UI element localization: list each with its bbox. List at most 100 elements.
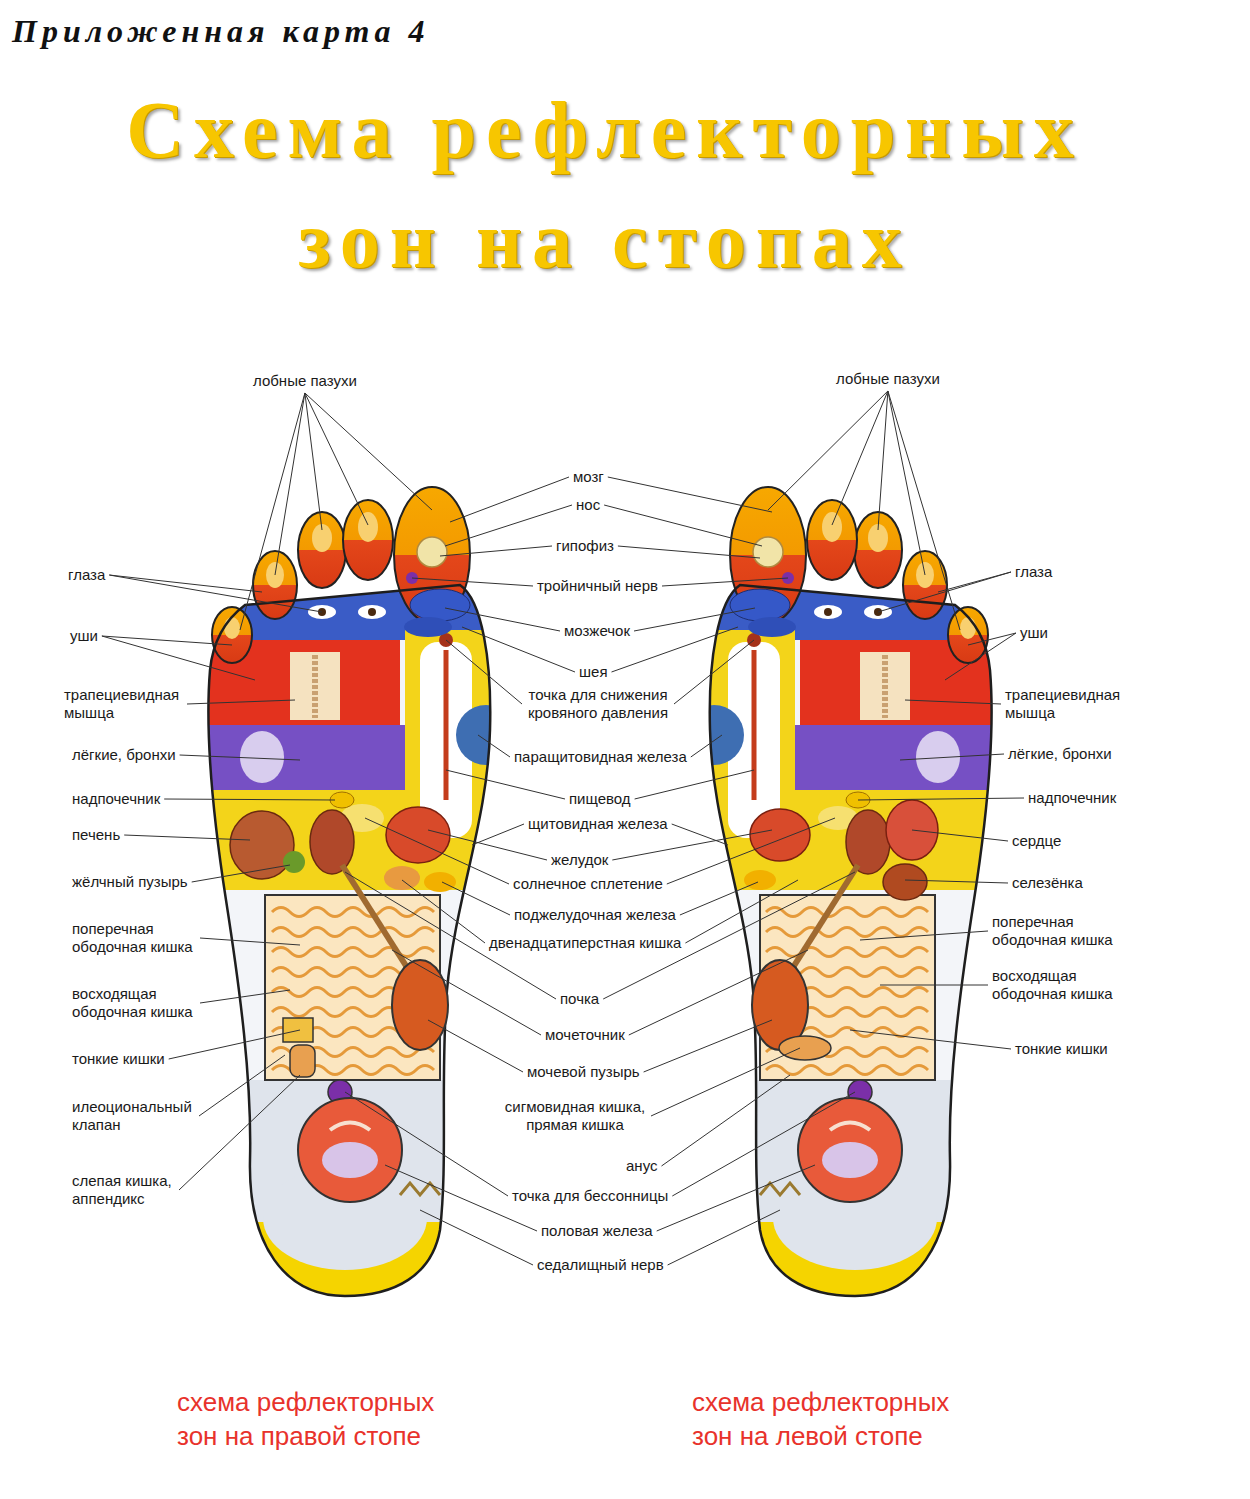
- leader-line: [305, 393, 368, 525]
- leader-line: [109, 575, 262, 592]
- leader-line: [672, 1092, 855, 1196]
- zone-label: поперечная ободочная кишка: [72, 920, 196, 956]
- leader-line: [446, 640, 522, 704]
- leader-line: [878, 572, 1011, 612]
- illustration-detail: [785, 865, 858, 980]
- leader-line: [275, 393, 305, 575]
- leader-line: [402, 880, 485, 943]
- leader-line: [768, 391, 888, 510]
- illustration-detail: [846, 810, 890, 874]
- zone-label: надпочечник: [72, 790, 160, 808]
- zone-label: тонкие кишки: [72, 1050, 165, 1068]
- leader-line: [612, 830, 772, 860]
- zone-label: поперечная ободочная кишка: [992, 913, 1116, 949]
- zone-label: щитовидная железа: [528, 815, 668, 833]
- leader-line: [102, 636, 255, 680]
- illustration-detail: [310, 810, 354, 874]
- zone-label: лобные пазухи: [253, 372, 357, 390]
- zone-label: сердце: [1012, 832, 1061, 850]
- leader-line: [305, 393, 432, 510]
- leader-line: [880, 985, 988, 986]
- zone-label: глаза: [1015, 563, 1052, 581]
- leader-line: [446, 770, 565, 799]
- zone-label: мозжечок: [564, 622, 630, 640]
- zone-label: лёгкие, бронхи: [72, 746, 176, 764]
- leader-line: [412, 578, 533, 586]
- zone-label: восходящая ободочная кишка: [72, 985, 196, 1021]
- leader-line: [200, 990, 290, 1003]
- illustration-detail: [392, 960, 448, 1050]
- illustration-detail: [424, 872, 456, 892]
- leader-line: [662, 1075, 791, 1166]
- leader-line: [644, 1020, 772, 1072]
- sheet-label: Приложенная карта 4: [12, 12, 429, 50]
- zone-label: точка для снижения кровяного давления: [526, 686, 670, 722]
- leader-line: [345, 1092, 508, 1196]
- left-foot-organs: [744, 792, 938, 1195]
- zone-label: мочеточник: [545, 1026, 625, 1044]
- zone-label: глаза: [68, 566, 105, 584]
- illustration-detail: [400, 1183, 440, 1195]
- zone-label: жёлчный пузырь: [72, 873, 188, 891]
- left-foot: [684, 487, 1000, 1302]
- leader-line: [685, 880, 798, 943]
- leader-line: [667, 818, 835, 884]
- leader-line: [445, 505, 572, 546]
- zone-label: надпочечник: [1028, 789, 1116, 807]
- zone-label: печень: [72, 826, 120, 844]
- illustration-detail: [386, 807, 450, 863]
- leader-line: [199, 1055, 285, 1116]
- zone-label: поджелудочная железа: [514, 906, 676, 924]
- leader-line: [102, 636, 232, 645]
- leader-line: [832, 391, 888, 525]
- leader-line: [905, 700, 1001, 704]
- zone-label: мозг: [573, 468, 604, 486]
- zone-label: двенадцатиперстная кишка: [489, 934, 681, 952]
- zone-label: паращитовидная железа: [514, 748, 687, 766]
- leader-line: [945, 633, 1016, 680]
- diagram-title: Схема рефлекторных зон на стопах: [118, 75, 1092, 295]
- zone-label: трапециевидная мышца: [1005, 686, 1124, 722]
- illustration-detail: [744, 870, 776, 890]
- leader-line: [109, 575, 322, 612]
- illustration-detail: [760, 1183, 800, 1195]
- leader-line: [612, 627, 739, 672]
- leader-line: [668, 1210, 780, 1265]
- leader-line: [478, 735, 510, 757]
- leader-line: [440, 546, 552, 556]
- illustration-detail: [384, 866, 420, 890]
- leader-line: [858, 798, 1024, 800]
- zone-label: лобные пазухи: [836, 370, 940, 388]
- leader-line: [164, 799, 335, 800]
- leader-line: [365, 818, 509, 884]
- leader-line: [900, 754, 1004, 760]
- leader-line: [629, 950, 808, 1035]
- leader-line: [691, 735, 722, 757]
- leader-line: [305, 393, 322, 530]
- leader-line: [680, 882, 758, 915]
- leader-line: [662, 578, 788, 586]
- leader-line: [179, 1075, 300, 1190]
- zone-label: гипофиз: [556, 537, 614, 555]
- zone-label: слепая кишка, аппендикс: [72, 1172, 175, 1208]
- zone-label: уши: [1020, 624, 1048, 642]
- leader-line: [651, 1048, 800, 1116]
- leader-line: [450, 477, 569, 522]
- zone-label: желудок: [551, 851, 608, 869]
- zone-label: седалищный нерв: [537, 1256, 664, 1274]
- illustration-detail: [883, 864, 927, 900]
- leader-line: [674, 640, 754, 704]
- leader-line: [420, 1210, 533, 1265]
- leader-line: [860, 931, 988, 940]
- zone-label: лёгкие, бронхи: [1008, 745, 1112, 763]
- zone-label: мочевой пузырь: [527, 1063, 640, 1081]
- leader-line: [604, 505, 762, 546]
- leader-line: [608, 477, 772, 512]
- zone-label: нос: [576, 496, 600, 514]
- zone-label: половая железа: [541, 1222, 653, 1240]
- zone-label: точка для бессонницы: [512, 1187, 668, 1205]
- zone-label: селезёнка: [1012, 874, 1083, 892]
- leader-line: [905, 880, 1008, 883]
- leader-line: [442, 882, 510, 915]
